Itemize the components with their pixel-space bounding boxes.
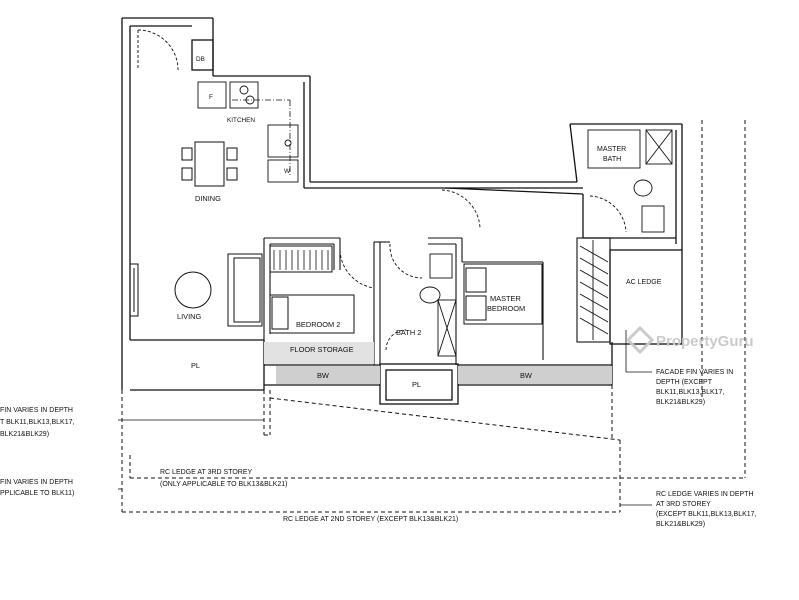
- room-ac-ledge: AC LEDGE: [626, 279, 662, 286]
- bath2-fixtures: [419, 253, 457, 357]
- bw-band: [264, 342, 612, 384]
- room-master-bath-1: MASTER: [597, 146, 626, 153]
- room-floor-storage: FLOOR STORAGE: [290, 345, 354, 354]
- note-rc2: RC LEDGE AT 2ND STOREY (EXCEPT BLK13&BLK…: [283, 516, 458, 523]
- watermark-text: PropertyGuru: [656, 333, 754, 350]
- room-db: DB: [196, 56, 205, 63]
- room-living: LIVING: [177, 312, 201, 321]
- living-furniture: [129, 253, 263, 327]
- room-washer: W: [284, 168, 291, 175]
- room-fridge: F: [209, 94, 213, 101]
- room-bw-right: BW: [520, 371, 532, 380]
- room-master-bedroom-2: BEDROOM: [487, 304, 525, 313]
- note-facade-1: FACADE FIN VARIES IN: [656, 369, 733, 376]
- master-bath-fixtures: [587, 129, 673, 233]
- room-pl-mid: PL: [412, 380, 421, 389]
- note-facade-3: BLK11,BLK13,BLK17,: [656, 389, 724, 396]
- doors: [137, 29, 627, 351]
- note-rcv-3: (EXCEPT BLK11,BLK13,BLK17,: [656, 511, 757, 518]
- leader-lines: [118, 330, 652, 506]
- note-left-fin-1: FIN VARIES IN DEPTH: [0, 407, 73, 414]
- note-facade-2: DEPTH (EXCEPT: [656, 379, 713, 386]
- room-bw-left: BW: [317, 371, 329, 380]
- hidden-lines: [232, 99, 291, 175]
- note-left-fin-3: BLK21&BLK29): [0, 431, 49, 438]
- room-kitchen: KITCHEN: [227, 117, 255, 124]
- room-master-bath-2: BATH: [603, 156, 621, 163]
- room-bedroom2: BEDROOM 2: [296, 320, 340, 329]
- note-facade-4: BLK21&BLK29): [656, 399, 705, 406]
- note-rcv-4: BLK21&BLK29): [656, 521, 705, 528]
- dashed-lines: [121, 120, 746, 513]
- note-left-fin2-1: FIN VARIES IN DEPTH: [0, 479, 73, 486]
- note-rcv-1: RC LEDGE VARIES IN DEPTH: [656, 491, 754, 498]
- dining-table: [181, 141, 238, 187]
- note-left-fin2-2: PPLICABLE TO BLK11): [0, 490, 74, 497]
- room-pl-left: PL: [191, 361, 200, 370]
- note-rc3-2: (ONLY APPLICABLE TO BLK13&BLK21): [160, 481, 288, 488]
- bedroom2-furniture: [269, 245, 355, 334]
- storage-hatch: [579, 240, 609, 340]
- room-master-bedroom-1: MASTER: [490, 294, 521, 303]
- note-rc3-1: RC LEDGE AT 3RD STOREY: [160, 469, 253, 476]
- room-dining: DINING: [195, 194, 221, 203]
- kitchen-fixtures: [197, 81, 299, 183]
- master-bed: [463, 263, 543, 325]
- watermark-logo-icon: [625, 325, 655, 355]
- watermark: PropertyGuru: [625, 325, 754, 355]
- room-bath2: BATH 2: [396, 328, 421, 337]
- outer-walls: [121, 17, 683, 405]
- note-left-fin-2: T BLK11,BLK13,BLK17,: [0, 419, 75, 426]
- wardrobe-hatch: [273, 250, 329, 270]
- note-rcv-2: AT 3RD STOREY: [656, 501, 711, 508]
